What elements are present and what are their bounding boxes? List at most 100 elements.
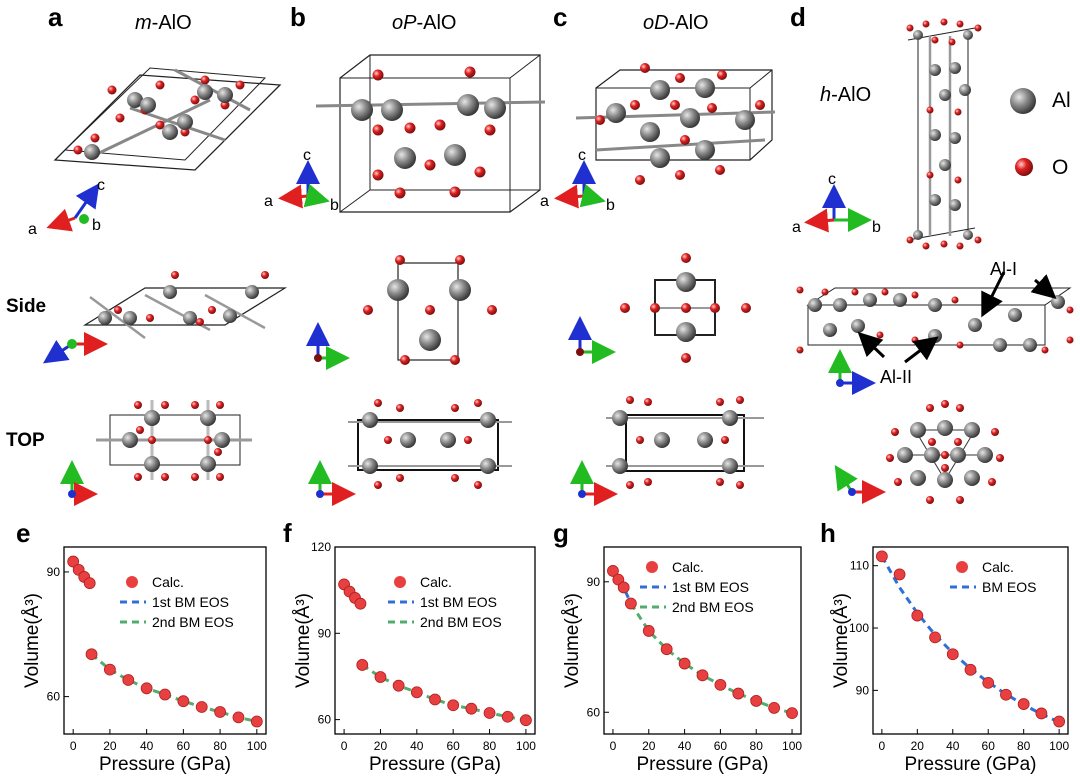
legend-calc-marker xyxy=(956,561,968,573)
x-tick-label: 40 xyxy=(946,739,960,753)
plot-frame xyxy=(63,546,267,735)
calc-point xyxy=(1053,715,1066,728)
legend-entry: Calc. xyxy=(672,559,704,575)
x-tick-label: 0 xyxy=(341,739,348,753)
od-alo-perspective-structure xyxy=(575,63,776,185)
al-atom-icon xyxy=(1010,88,1036,114)
calc-point xyxy=(214,706,226,718)
legend-al xyxy=(1008,86,1038,121)
calc-point xyxy=(946,648,959,661)
y-tick-label: 90 xyxy=(587,575,601,589)
svg-text:b: b xyxy=(872,219,881,236)
calc-point xyxy=(714,678,727,691)
calc-point xyxy=(356,659,369,671)
panel-label-b: b xyxy=(290,2,306,32)
panel-title-b: oP-AlO xyxy=(392,12,457,34)
calc-point xyxy=(875,550,888,563)
panel-label-a: a xyxy=(48,2,63,32)
legend-entry: Calc. xyxy=(420,574,452,590)
plot-frame xyxy=(872,546,1069,735)
calc-point xyxy=(786,707,798,720)
x-tick-label: 80 xyxy=(1017,739,1031,753)
x-tick-label: 0 xyxy=(610,739,617,753)
x-tick-label: 60 xyxy=(714,739,728,753)
calc-point xyxy=(750,695,763,707)
x-axis-label: Pressure (GPa) xyxy=(637,754,769,775)
svg-text:b: b xyxy=(330,197,339,214)
axes-triad-b-top xyxy=(308,460,356,506)
op-alo-top-structure xyxy=(348,399,512,489)
x-tick-label: 20 xyxy=(642,739,656,753)
x-tick-label: 0 xyxy=(879,739,886,753)
calc-point xyxy=(250,715,263,728)
calc-point xyxy=(374,671,387,683)
panel-title-c: oD-AlO xyxy=(643,12,709,34)
x-tick-label: 40 xyxy=(140,739,154,753)
svg-text:c: c xyxy=(303,147,311,164)
y-axis-label: Volume(Å³) xyxy=(562,593,583,688)
x-axis-label: Pressure (GPa) xyxy=(99,754,231,775)
axes-triad-d-top xyxy=(834,464,886,504)
axes-triad-b-side xyxy=(306,322,350,370)
op-alo-side-structure xyxy=(363,255,497,365)
legend-entry: 2nd BM EOS xyxy=(672,599,754,615)
legend-entry: 1st BM EOS xyxy=(152,594,229,610)
calc-point xyxy=(893,568,906,581)
x-tick-label: 100 xyxy=(1049,739,1069,753)
fit-line-2 xyxy=(629,602,793,715)
op-alo-perspective-structure xyxy=(315,54,546,213)
h-alo-side-structure xyxy=(796,286,1074,354)
y-tick-label: 90 xyxy=(318,626,332,640)
calc-point xyxy=(660,643,673,656)
fit-line-2 xyxy=(90,653,258,723)
calc-point xyxy=(1035,707,1048,720)
x-tick-label: 20 xyxy=(911,739,925,753)
y-axis-label: Volume(Å³) xyxy=(293,593,314,688)
axes-triad-d: a b c xyxy=(792,171,881,236)
o-atom-icon xyxy=(1015,158,1033,176)
axes-triad-c-top xyxy=(570,460,618,506)
x-tick-label: 60 xyxy=(447,739,461,753)
crystal-structures: a b c a b c xyxy=(28,18,1074,506)
x-tick-label: 20 xyxy=(103,739,117,753)
svg-text:a: a xyxy=(792,219,801,236)
x-tick-label: 60 xyxy=(177,739,191,753)
calc-point xyxy=(447,699,460,712)
y-axis-label: Volume(Å³) xyxy=(22,593,43,688)
y-axis-label: Volume(Å³) xyxy=(831,593,852,688)
svg-text:b: b xyxy=(606,197,615,214)
x-tick-label: 40 xyxy=(678,739,692,753)
calc-point xyxy=(1017,698,1030,710)
calc-point xyxy=(732,687,745,700)
x-axis-label: Pressure (GPa) xyxy=(369,754,501,775)
site-label-al-i: Al-I xyxy=(990,259,1017,279)
m-alo-perspective-structure xyxy=(53,67,282,171)
x-tick-label: 80 xyxy=(483,739,497,753)
site-annotation-arrows xyxy=(857,271,1057,364)
legend-calc-marker xyxy=(394,576,406,588)
calc-point xyxy=(410,686,423,699)
calc-point xyxy=(483,707,496,719)
calc-point xyxy=(83,577,96,590)
svg-text:c: c xyxy=(578,147,586,164)
legend-o-label: O xyxy=(1052,156,1069,179)
legend-al-label: Al xyxy=(1052,89,1071,112)
calc-point xyxy=(501,710,514,723)
calc-point xyxy=(520,714,532,727)
calc-point xyxy=(232,711,245,724)
calc-point xyxy=(768,702,781,714)
calc-point xyxy=(696,669,709,682)
chart-label-g: g xyxy=(553,518,569,548)
h-alo-perspective-structure xyxy=(906,18,982,250)
panel-label-d: d xyxy=(790,2,806,32)
calc-point xyxy=(465,702,478,715)
y-tick-label: 90 xyxy=(47,565,61,579)
calc-point xyxy=(678,657,691,670)
x-tick-label: 100 xyxy=(247,739,267,753)
y-tick-label: 110 xyxy=(850,559,869,573)
